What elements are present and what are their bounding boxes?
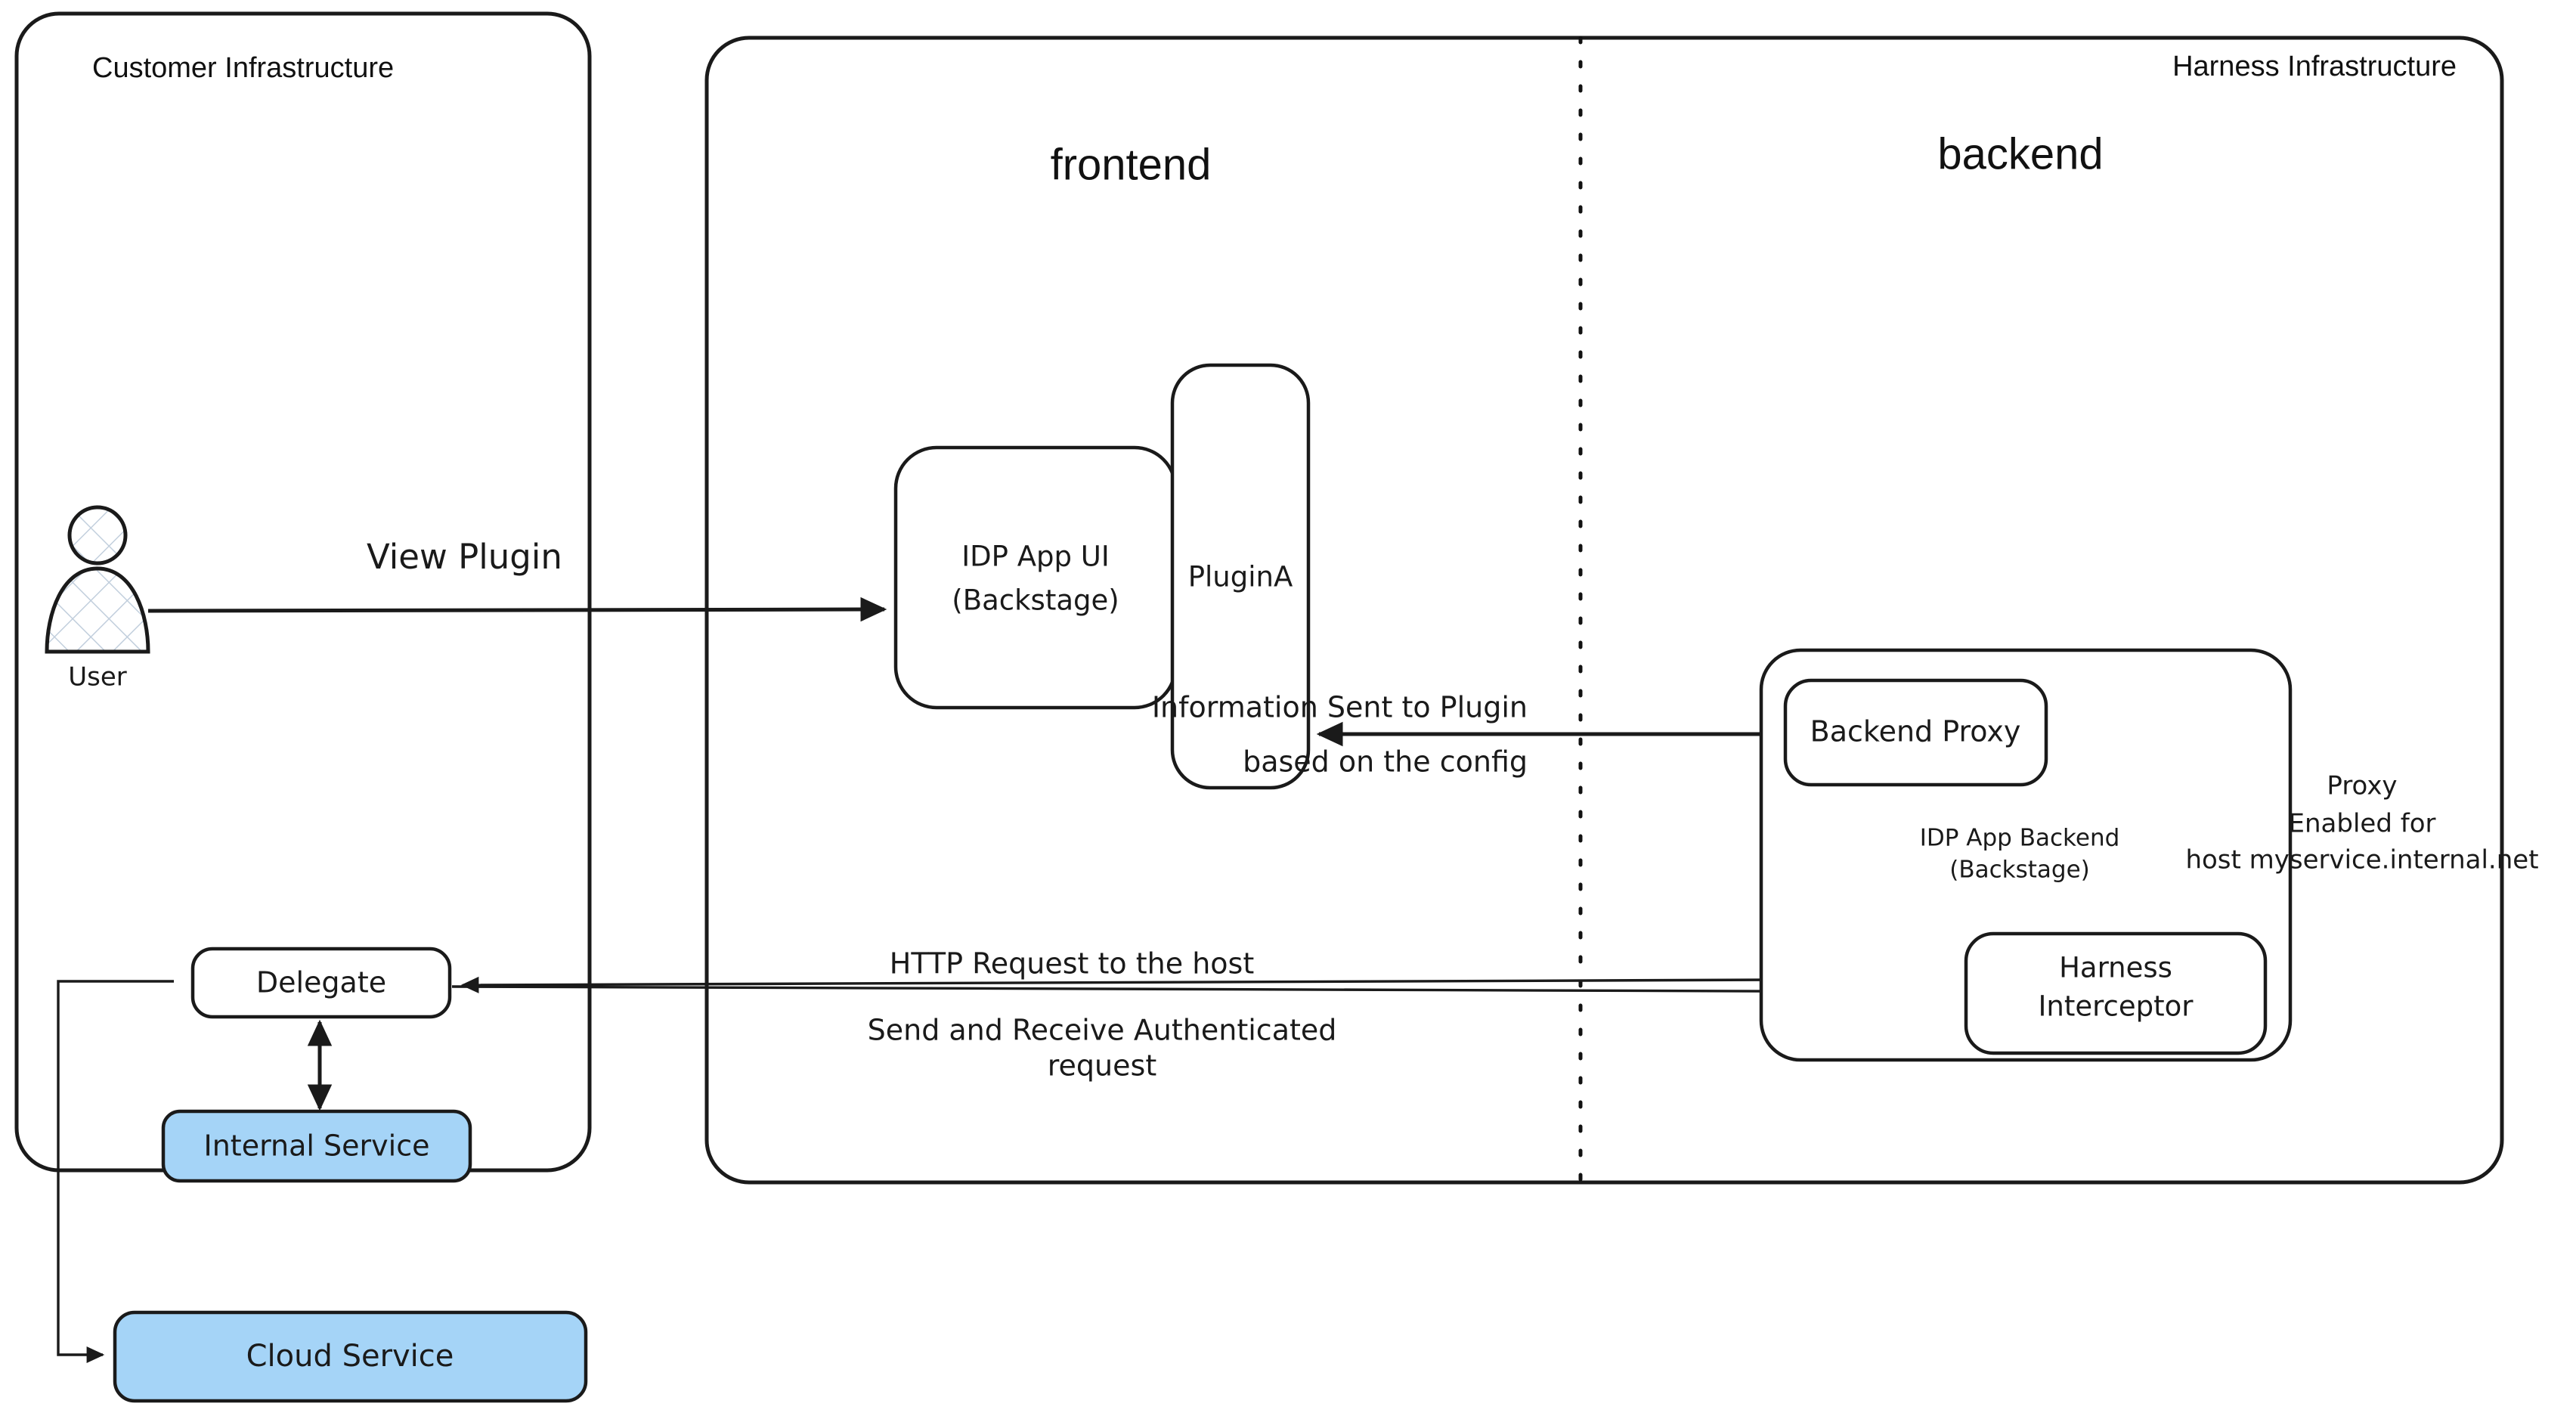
idp-app-ui-label-line2: (Backstage) [952,584,1119,617]
plugin-a-label: PluginA [1188,561,1293,593]
edge-label-send-receive-line1: Send and Receive Authenticated [868,1014,1337,1047]
idp-app-backend-label-line1: IDP App Backend [1920,825,2120,852]
internal-service-label: Internal Service [204,1129,430,1163]
edge-delegate-to-interceptor [451,987,1961,992]
user-label: User [68,662,127,693]
cloud-service-label: Cloud Service [246,1339,454,1374]
backend-proxy-label: Backend Proxy [1810,715,2021,748]
node-cloud-service[interactable]: Cloud Service [113,1310,588,1403]
edge-interceptor-to-delegate [460,976,1776,993]
harness-interceptor-label-line2: Interceptor [2039,990,2194,1023]
user-actor: User [45,505,150,693]
edge-delegate-to-cloud-service [57,980,174,1364]
delegate-label: Delegate [256,966,386,999]
cloud-service-shape [113,1310,588,1403]
idp-app-backend-label-line2: (Backstage) [1949,857,2090,884]
node-delegate[interactable]: Delegate [190,947,452,1019]
node-harness-interceptor[interactable]: Harness Interceptor [1964,931,2268,1055]
harness-infrastructure-title: Harness Infrastructure [2172,51,2457,82]
user-head-icon [67,505,128,565]
edge-label-proxy-enabled-line3: host myservice.internal.net [2185,845,2538,875]
edge-label-info-sent-line1: Information Sent to Plugin [1152,691,1528,724]
edge-label-send-receive-line2: request [1048,1049,1156,1083]
internal-service-shape [161,1109,472,1183]
customer-infrastructure-title: Customer Infrastructure [92,52,394,84]
user-body-icon [45,566,150,654]
lane-label-backend: backend [1937,129,2103,178]
edge-label-http-request: HTTP Request to the host [890,947,1254,981]
node-internal-service[interactable]: Internal Service [161,1109,472,1183]
node-idp-app-ui[interactable]: IDP App UI (Backstage) [893,445,1178,710]
edge-label-view-plugin: View Plugin [367,537,562,577]
lane-label-frontend: frontend [1051,140,1212,189]
edge-label-info-sent-line2: based on the config [1243,745,1528,779]
node-plugin-a[interactable]: PluginA [1170,363,1311,790]
edge-label-proxy-enabled-line1: Proxy [2327,771,2397,801]
edge-user-to-idp-app-ui [147,596,887,622]
idp-app-ui-label-line1: IDP App UI [961,541,1110,573]
node-backend-proxy[interactable]: Backend Proxy [1783,678,2048,787]
edge-label-proxy-enabled-line2: Enabled for [2289,809,2436,839]
harness-interceptor-label-line1: Harness [2059,952,2172,984]
